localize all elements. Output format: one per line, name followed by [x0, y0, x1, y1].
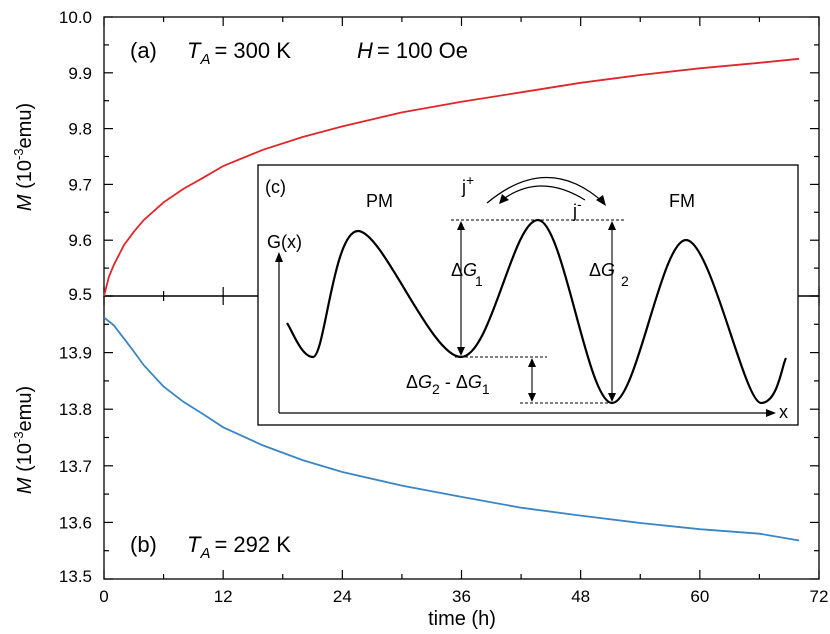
inset-frame — [257, 164, 799, 426]
dg2-arrowhead-top — [608, 221, 616, 230]
jplus-label: j+ — [461, 172, 474, 197]
xtick-label: 48 — [571, 587, 590, 606]
xtick-label: 12 — [214, 587, 233, 606]
inset-ylabel: G(x) — [267, 232, 302, 252]
dg-difference-arrowhead-top — [528, 358, 536, 367]
xtick-label: 72 — [810, 587, 829, 606]
inset-xlabel: x — [779, 402, 788, 422]
dg-difference-arrowhead-bottom — [528, 393, 536, 402]
panel-a-ytick-label: 9.8 — [68, 120, 92, 139]
panel-a-ytick-label: 9.5 — [68, 285, 92, 304]
phase-fm-label: FM — [669, 191, 695, 211]
panel-a-ytick-labels: 9.5 9.6 9.7 9.8 9.9 10.0 — [59, 8, 92, 304]
xtick-label: 0 — [99, 587, 108, 606]
xtick-label: 36 — [452, 587, 471, 606]
panel-a-ytick-label: 9.6 — [68, 231, 92, 250]
panel-b-ylabel: M (10-3emu) — [11, 386, 36, 494]
dg1-arrowhead-top — [457, 221, 465, 230]
dg-difference-label: ΔG2 - ΔG1 — [406, 372, 490, 397]
xtick-labels: 0 12 24 36 48 60 72 — [99, 587, 828, 606]
dg2-arrowhead-bottom — [608, 393, 616, 402]
panel-b-ytick-label: 13.8 — [59, 400, 92, 419]
series-red-curve — [103, 57, 800, 297]
xlabel: time (h) — [428, 608, 496, 630]
panel-a-ylabel: M (10-3emu) — [11, 103, 36, 211]
panel-b-ytick-labels: 13.5 13.6 13.7 13.8 13.9 — [59, 344, 92, 586]
phase-pm-label: PM — [366, 191, 393, 211]
panel-b-annotation: (b)TA= 292 K — [130, 532, 291, 562]
panel-b-ytick-label: 13.5 — [59, 567, 92, 586]
panel-a-ytick-label: 9.7 — [68, 175, 92, 194]
jminus-label: j- — [572, 196, 582, 221]
panel-a-ytick-label: 10.0 — [59, 8, 92, 27]
inset-label: (c) — [265, 177, 286, 197]
dg1-arrowhead-bottom — [457, 347, 465, 356]
jminus-arrowhead — [499, 194, 509, 204]
jplus-curved-arrow — [486, 176, 605, 204]
inset-y-arrowhead — [275, 252, 283, 262]
panel-a-ytick-label: 9.9 — [68, 64, 92, 83]
series-blue-curve — [103, 316, 800, 542]
panel-b-ytick-label: 13.6 — [59, 513, 92, 532]
jminus-curved-arrow — [501, 185, 586, 201]
panel-b-ytick-label: 13.7 — [59, 457, 92, 476]
free-energy-curve — [286, 218, 788, 405]
jplus-arrowhead — [596, 195, 606, 206]
panel-b-ytick-label: 13.9 — [59, 344, 92, 363]
xtick-label: 60 — [690, 587, 709, 606]
inset-x-arrowhead — [766, 409, 776, 417]
xtick-label: 24 — [333, 587, 352, 606]
dg2-label: ΔG2 — [589, 260, 629, 289]
